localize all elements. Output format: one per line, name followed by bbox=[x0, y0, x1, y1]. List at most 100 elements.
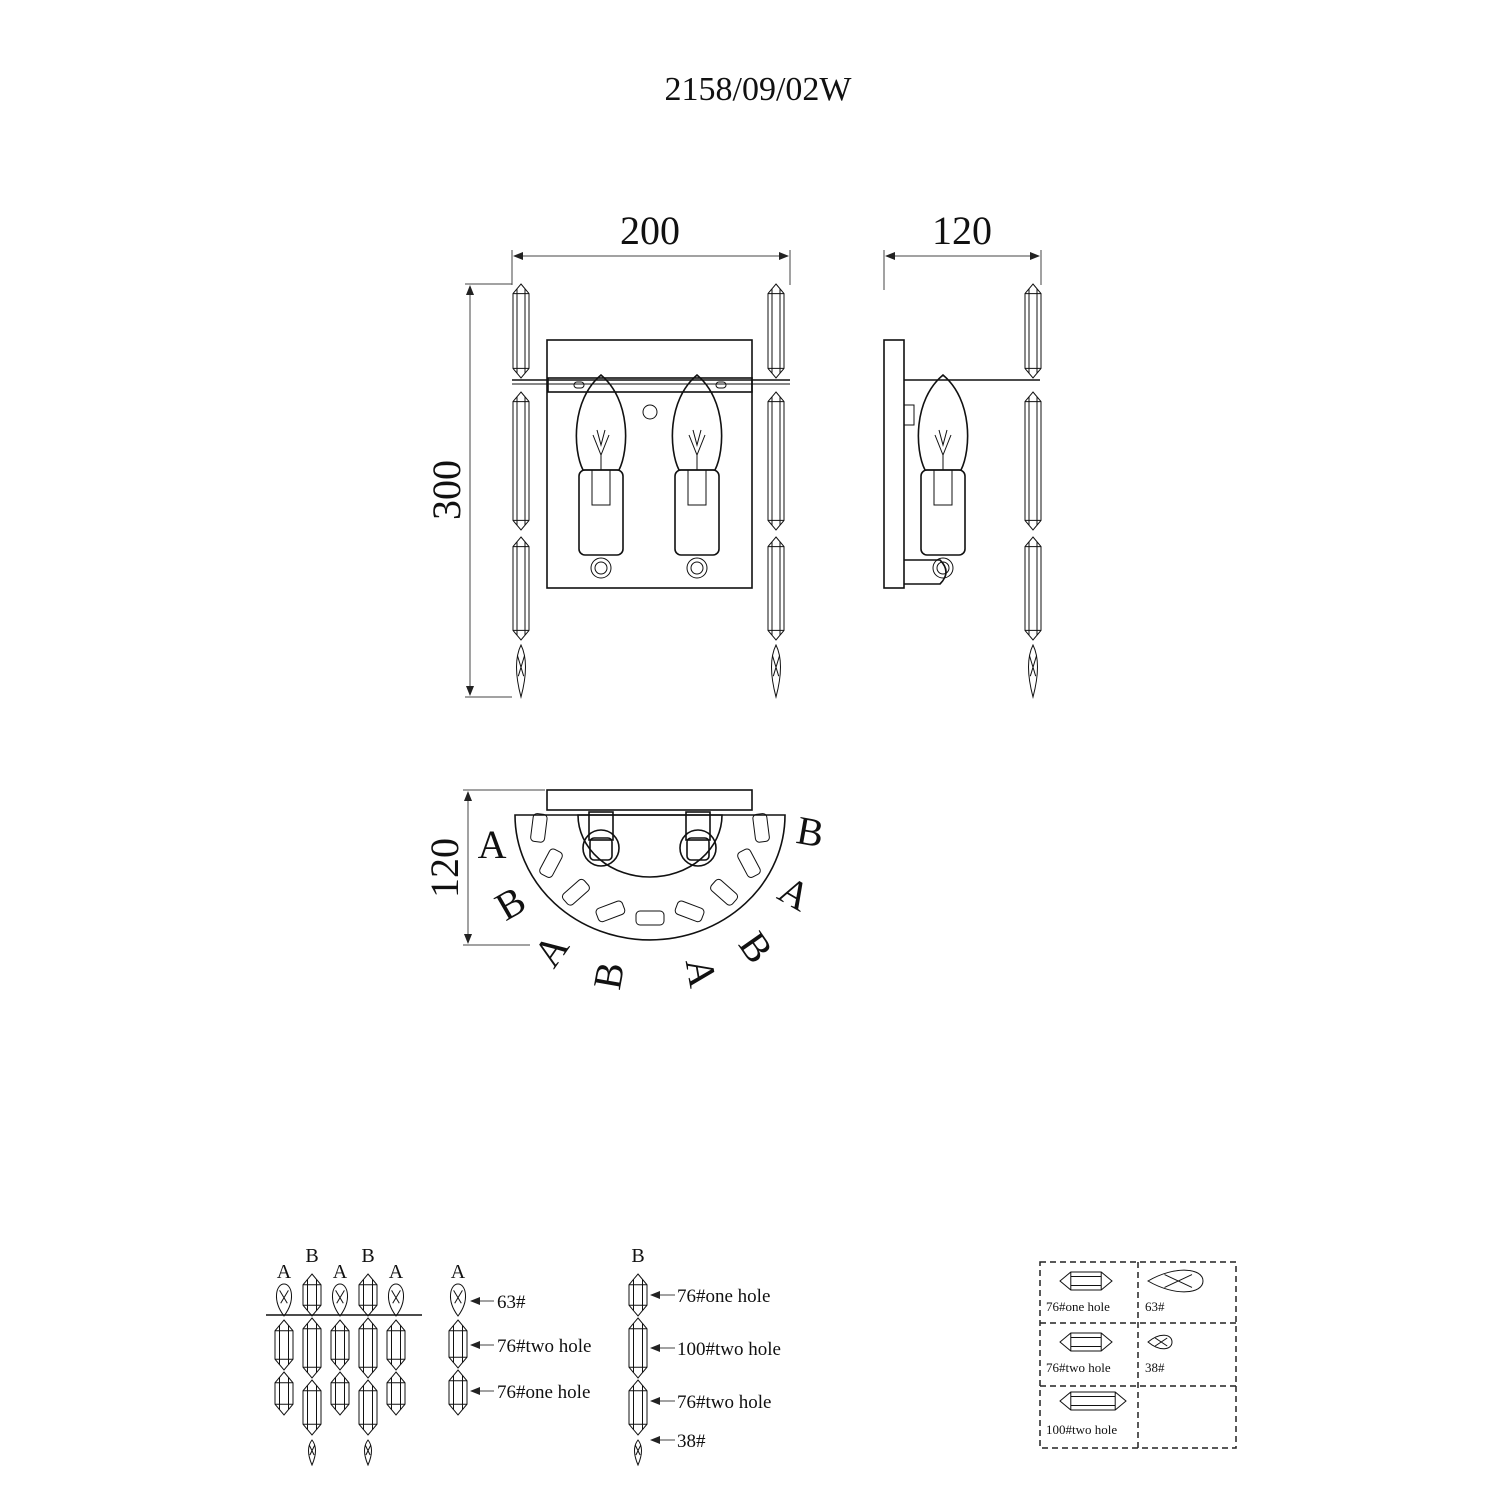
top-crystal bbox=[710, 878, 739, 906]
crystal-drop bbox=[364, 1439, 372, 1467]
crystal-prism bbox=[1059, 1391, 1127, 1411]
front-view bbox=[512, 283, 790, 699]
crystal-prism bbox=[1024, 536, 1042, 641]
side-backplate bbox=[883, 339, 905, 589]
bulb-base bbox=[687, 469, 707, 506]
crystal-prism bbox=[628, 1379, 648, 1436]
candle-socket bbox=[920, 469, 966, 556]
strand-position-label: B bbox=[487, 877, 533, 929]
socket-ring bbox=[932, 557, 954, 579]
part-label: 38# bbox=[677, 1431, 706, 1452]
model-title: 2158/09/02W bbox=[665, 71, 853, 108]
strand-position-label: A bbox=[524, 925, 577, 975]
crystal-prism bbox=[448, 1369, 468, 1416]
top-depth-label: 120 bbox=[422, 838, 467, 898]
side-depth-label: 120 bbox=[932, 208, 992, 253]
top-crystal bbox=[737, 848, 761, 878]
strand-position-label: B bbox=[584, 959, 633, 993]
top-crystal bbox=[752, 813, 770, 843]
strand-position-label: A bbox=[677, 955, 726, 991]
crystal-prism bbox=[767, 536, 785, 641]
strand-b-label: B bbox=[631, 1245, 644, 1267]
strand-a-label: A bbox=[451, 1261, 466, 1283]
crystal-strand bbox=[1024, 283, 1042, 699]
assembly-strand-label: B bbox=[305, 1245, 318, 1267]
crystal-prism bbox=[386, 1371, 406, 1416]
crystal-prism bbox=[1059, 1271, 1113, 1291]
crystal-prism bbox=[330, 1371, 350, 1416]
crystal-prism bbox=[1059, 1332, 1113, 1352]
crystal-drop bbox=[516, 643, 526, 699]
crystal-prism bbox=[358, 1273, 378, 1317]
side-view bbox=[883, 283, 1042, 699]
crystal-drop bbox=[332, 1283, 348, 1317]
crystal-legend: 76#one hole 63# 76#two hole 38# 100#two hole bbox=[1039, 1261, 1237, 1449]
bulb-base bbox=[591, 469, 611, 506]
dimension-width: 200 bbox=[511, 208, 791, 285]
width-label: 200 bbox=[620, 208, 680, 253]
part-label: 100#two hole bbox=[677, 1339, 781, 1360]
dimension-depth-side: 120 bbox=[883, 208, 1042, 290]
crystal-prism bbox=[448, 1319, 468, 1369]
backplate bbox=[546, 339, 753, 589]
part-label: 76#two hole bbox=[497, 1336, 591, 1357]
crystal-prism bbox=[512, 391, 530, 531]
side-arm bbox=[904, 559, 947, 585]
legend-label: 76#two hole bbox=[1046, 1360, 1111, 1375]
top-crystal bbox=[635, 910, 665, 926]
crystal-prism bbox=[1024, 391, 1042, 531]
candle-bulb bbox=[917, 373, 969, 579]
crystal-drop bbox=[1147, 1334, 1173, 1350]
crystal-prism bbox=[628, 1273, 648, 1317]
strand-position-label: A bbox=[771, 867, 819, 920]
crystal-drop bbox=[771, 643, 781, 699]
bracket-bar bbox=[547, 377, 753, 393]
crystal-prism bbox=[358, 1379, 378, 1436]
part-label: 76#one hole bbox=[677, 1286, 770, 1307]
crystal-drop bbox=[1028, 643, 1038, 699]
crystal-prism bbox=[358, 1317, 378, 1379]
top-crystal bbox=[530, 813, 548, 843]
candle-bulb bbox=[575, 373, 627, 579]
crystal-drop bbox=[450, 1283, 466, 1317]
crystal-prism bbox=[1024, 283, 1042, 379]
assembly-strand-label: B bbox=[361, 1245, 374, 1267]
crystal-prism bbox=[767, 283, 785, 379]
top-view bbox=[514, 789, 786, 941]
filament bbox=[592, 429, 610, 470]
socket-ring bbox=[686, 557, 708, 579]
height-label: 300 bbox=[424, 460, 469, 520]
crystal-drop bbox=[1147, 1269, 1204, 1293]
crystal-prism bbox=[330, 1319, 350, 1371]
dimension-depth-top: 120 bbox=[422, 789, 545, 946]
filament bbox=[934, 429, 952, 470]
crystal-prism bbox=[512, 536, 530, 641]
dimension-height: 300 bbox=[424, 283, 512, 698]
assembly-strand-label: A bbox=[389, 1261, 404, 1283]
crystal-prism bbox=[628, 1317, 648, 1379]
candle-socket bbox=[578, 469, 624, 556]
crystal-prism bbox=[302, 1273, 322, 1317]
crystal-strand bbox=[767, 283, 785, 699]
candle-bulb bbox=[671, 373, 723, 579]
crystal-prism bbox=[302, 1317, 322, 1379]
legend-label: 63# bbox=[1145, 1299, 1165, 1314]
socket-ring bbox=[590, 557, 612, 579]
legend-label: 38# bbox=[1145, 1360, 1165, 1375]
strand-position-label: B bbox=[793, 807, 827, 856]
assembly-strand-label: A bbox=[333, 1261, 348, 1283]
candle-socket bbox=[674, 469, 720, 556]
crystal-drop bbox=[308, 1439, 316, 1467]
crystal-drop bbox=[276, 1283, 292, 1317]
legend-label: 76#one hole bbox=[1046, 1299, 1110, 1314]
crystal-prism bbox=[386, 1319, 406, 1371]
outer-arc bbox=[514, 814, 786, 941]
part-label: 63# bbox=[497, 1292, 526, 1313]
legend-label: 100#two hole bbox=[1046, 1422, 1117, 1437]
top-crystal bbox=[674, 900, 705, 923]
